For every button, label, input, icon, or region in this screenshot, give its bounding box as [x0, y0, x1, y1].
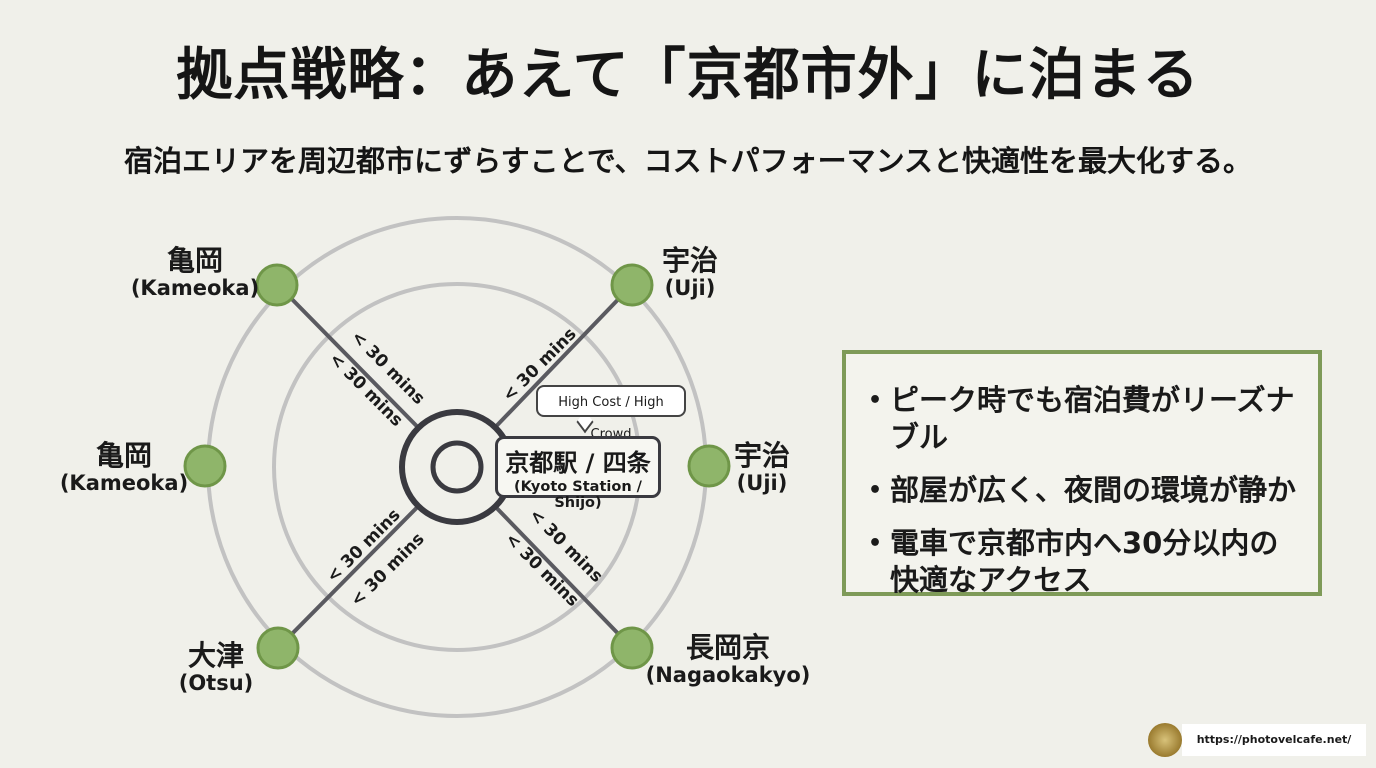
label-uji-mid-jp: 宇治 [733, 439, 791, 472]
node-otsu [256, 626, 300, 670]
label-otsu: 大津 (Otsu) [178, 639, 254, 695]
label-kameoka-top: 亀岡 (Kameoka) [130, 244, 260, 300]
label-uji-top-jp: 宇治 [661, 244, 719, 277]
high-cost-bubble: High Cost / High Crowd [536, 385, 686, 442]
label-uji-mid: 宇治 (Uji) [733, 439, 791, 495]
label-nagaokakyo-jp: 長岡京 [685, 631, 771, 664]
label-uji-mid-en: (Uji) [736, 470, 788, 495]
label-uji-top-en: (Uji) [664, 275, 716, 300]
node-uji-top [610, 263, 654, 307]
node-kameoka-top [255, 263, 299, 307]
label-kameoka-top-en: (Kameoka) [130, 275, 260, 300]
node-nagaokakyo [610, 626, 654, 670]
label-nagaokakyo: 長岡京 (Nagaokakyo) [645, 631, 811, 687]
benefits-box: ピーク時でも宿泊費がリーズナブル 部屋が広く、夜間の環境が静か 電車で京都市内へ… [842, 350, 1322, 599]
label-otsu-jp: 大津 [187, 639, 245, 672]
center-label-en: (Kyoto Station / Shijo) [514, 479, 642, 511]
label-kameoka-mid-jp: 亀岡 [95, 439, 153, 472]
center-label: 京都駅 / 四条 (Kyoto Station / Shijo) [495, 436, 661, 511]
benefit-item: ピーク時でも宿泊費がリーズナブル [868, 382, 1318, 456]
footer-url[interactable]: https://photovelcafe.net/ [1182, 724, 1366, 756]
benefit-item-line2: 快適なアクセス [890, 563, 1092, 597]
benefit-item-line1: 電車で京都市内へ30分以内の [890, 526, 1279, 560]
label-kameoka-top-jp: 亀岡 [166, 244, 224, 277]
label-kameoka-mid: 亀岡 (Kameoka) [59, 439, 189, 495]
label-uji-top: 宇治 (Uji) [661, 244, 719, 300]
label-nagaokakyo-en: (Nagaokakyo) [645, 662, 811, 687]
label-kameoka-mid-en: (Kameoka) [59, 470, 189, 495]
benefit-item: 部屋が広く、夜間の環境が静か [868, 472, 1318, 509]
center-hub-inner [430, 440, 484, 494]
node-uji-mid [687, 444, 731, 488]
benefits-list: ピーク時でも宿泊費がリーズナブル 部屋が広く、夜間の環境が静か 電車で京都市内へ… [846, 354, 1318, 599]
center-label-jp: 京都駅 / 四条 [505, 449, 651, 477]
page-title: 拠点戦略：あえて「京都市外」に泊まる [176, 42, 1200, 108]
benefit-item: 電車で京都市内へ30分以内の 快適なアクセス [868, 525, 1318, 599]
node-kameoka-mid [183, 444, 227, 488]
site-logo-icon [1148, 723, 1182, 757]
page-subtitle: 宿泊エリアを周辺都市にずらすことで、コストパフォーマンスと快適性を最大化する。 [123, 144, 1253, 178]
label-otsu-en: (Otsu) [178, 670, 254, 695]
